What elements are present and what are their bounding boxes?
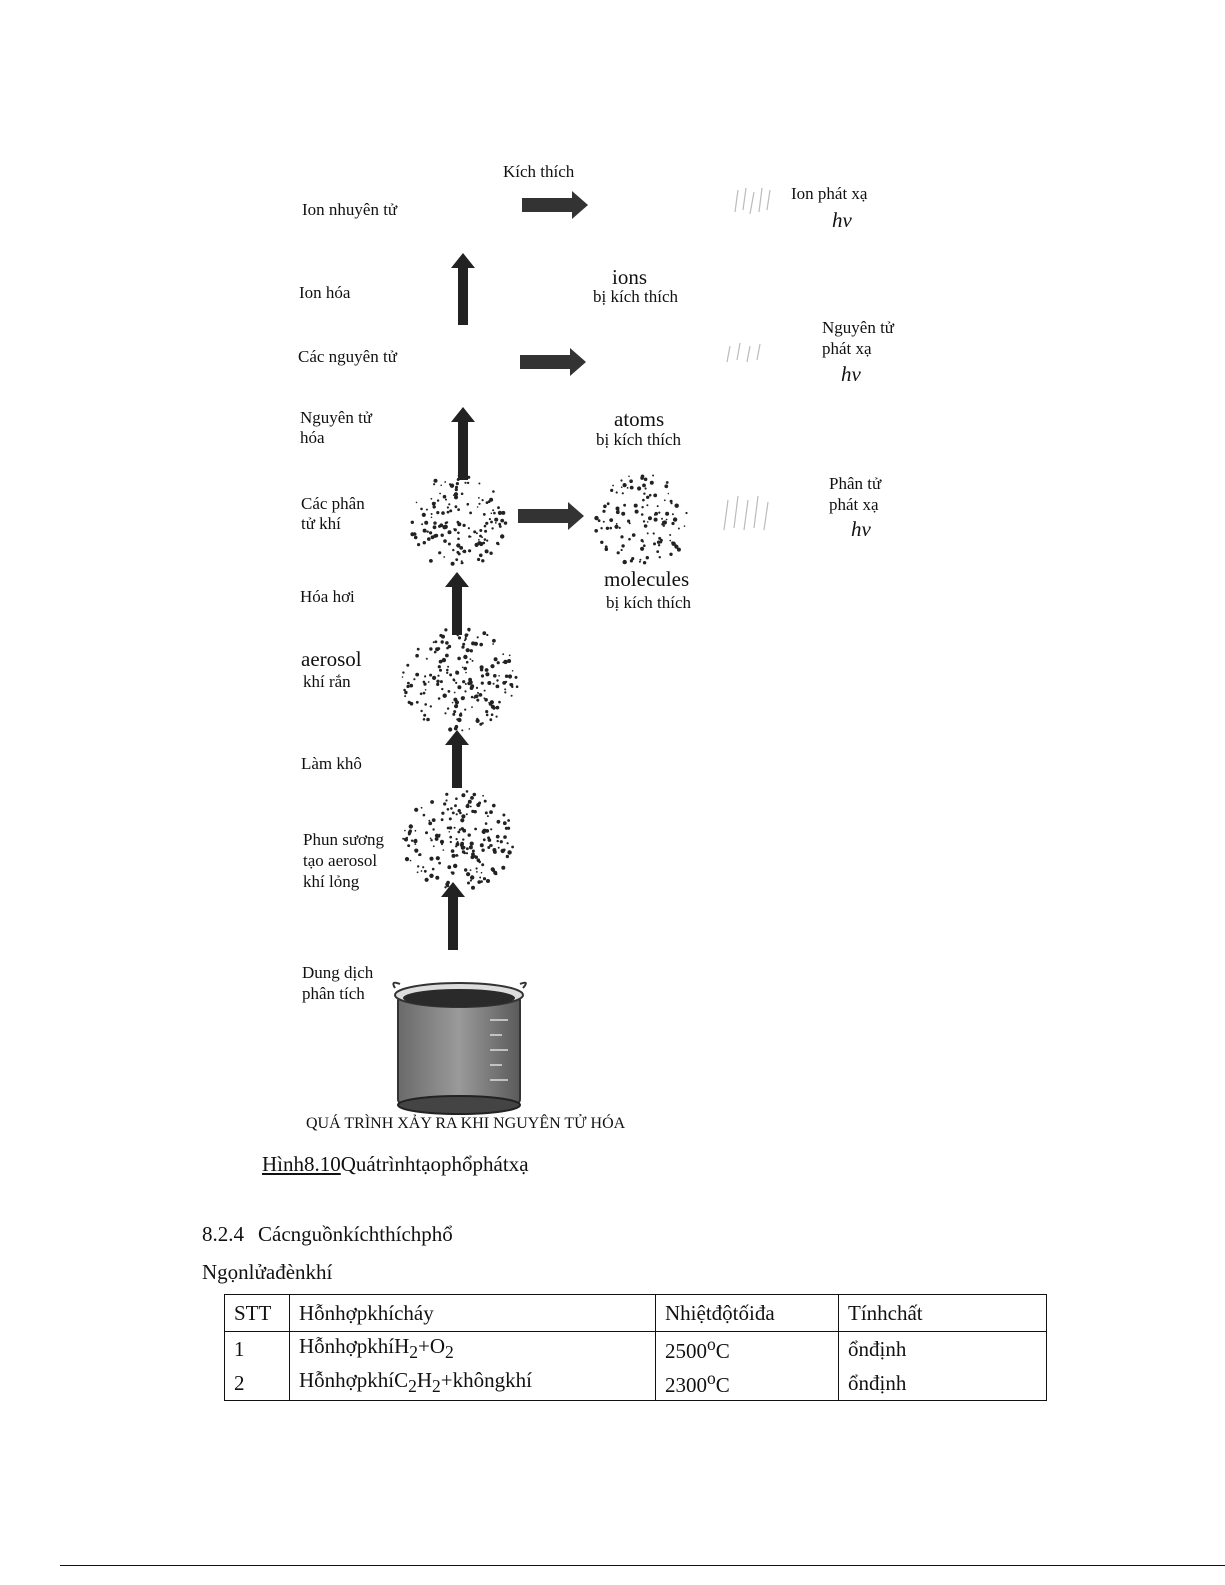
excited-ions-sub: bị kích thích bbox=[593, 287, 678, 306]
molecule-emission-1: Phân tử bbox=[829, 474, 882, 493]
up-arrows bbox=[441, 253, 475, 950]
section-number: 8.2.4 bbox=[202, 1222, 244, 1246]
beaker bbox=[392, 981, 527, 1115]
right-arrow-1 bbox=[522, 191, 588, 219]
cell-max-temp: 2500oC bbox=[655, 1331, 839, 1366]
molecule-emission-2: phát xạ bbox=[829, 495, 879, 514]
ion-emission-label: Ion phát xạ bbox=[791, 184, 868, 203]
table-header-row: STT Hỗnhợpkhícháy Nhiệtđộtốiđa Tínhchất bbox=[224, 1294, 1047, 1332]
header-stt: STT bbox=[224, 1294, 290, 1332]
excited-atoms: atoms bbox=[614, 407, 665, 431]
figure-caption-text: Quátrìnhtạophổphátxạ bbox=[340, 1152, 529, 1176]
table-row: 1 HỗnhợpkhíH2+O2 2500oC ổnđịnh bbox=[224, 1331, 1047, 1366]
step-atomization-1: Nguyên tử bbox=[300, 408, 373, 427]
step-vaporization: Hóa hơi bbox=[300, 587, 355, 606]
excited-molecules-sub: bị kích thích bbox=[606, 593, 691, 612]
figure-bottom-caption: QUÁ TRÌNH XẢY RA KHI NGUYÊN TỬ HÓA bbox=[306, 1115, 626, 1132]
excited-molecules: molecules bbox=[604, 567, 690, 591]
step-aerosol: aerosol bbox=[301, 647, 362, 671]
excited-atoms-sub: bị kích thích bbox=[596, 430, 681, 449]
particle-clouds bbox=[401, 474, 688, 890]
atom-emission-2: phát xạ bbox=[822, 339, 872, 358]
step-nebulize-3: khí lỏng bbox=[303, 872, 360, 891]
hv-molecule: hv bbox=[851, 517, 871, 541]
atom-emission-1: Nguyên tử bbox=[822, 318, 895, 337]
table-row: 2 HỗnhợpkhíC2H2+khôngkhí 2300oC ổnđịnh bbox=[224, 1366, 1047, 1401]
step-gas-molecules-1: Các phân bbox=[301, 494, 365, 513]
step-ionization: Ion hóa bbox=[299, 283, 351, 302]
right-arrow-3 bbox=[518, 502, 584, 530]
cell-mixture: HỗnhợpkhíC2H2+khôngkhí bbox=[289, 1366, 656, 1401]
step-solution-2: phân tích bbox=[302, 984, 365, 1003]
step-solid-gas: khí rắn bbox=[303, 672, 351, 691]
step-gas-molecules-2: tử khí bbox=[301, 514, 341, 533]
header-property: Tínhchất bbox=[838, 1294, 1047, 1332]
header-max-temp: Nhiệtđộtốiđa bbox=[655, 1294, 839, 1332]
right-arrows bbox=[518, 191, 588, 530]
flame-gas-table: STT Hỗnhợpkhícháy Nhiệtđộtốiđa Tínhchất … bbox=[224, 1294, 1047, 1401]
step-atoms: Các nguyên tử bbox=[298, 347, 397, 366]
figure-caption: Hình8.10Quátrìnhtạophổphátxạ bbox=[262, 1152, 529, 1177]
cell-mixture: HỗnhợpkhíH2+O2 bbox=[289, 1331, 656, 1366]
excite-label: Kích thích bbox=[503, 162, 575, 181]
section-title: Cácnguồnkíchthíchphổ bbox=[258, 1222, 453, 1246]
step-ion-atom: Ion nhuyên tử bbox=[302, 200, 398, 219]
figure-caption-label: Hình8.10 bbox=[262, 1152, 341, 1176]
step-drying: Làm khô bbox=[301, 754, 362, 773]
excited-ions: ions bbox=[612, 265, 648, 289]
step-nebulize-2: tạo aerosol bbox=[303, 851, 378, 870]
right-arrow-2 bbox=[520, 348, 586, 376]
hv-atom: hv bbox=[841, 362, 861, 386]
subsection-title: Ngọnlửađènkhí bbox=[202, 1260, 333, 1284]
up-arrow-5 bbox=[441, 882, 465, 950]
emission-process-figure: Kích thích Ion phát xạ hv Ion nhuyên tử … bbox=[240, 150, 920, 1150]
up-arrow-1 bbox=[451, 253, 475, 325]
up-arrow-2 bbox=[451, 407, 475, 480]
cell-max-temp: 2300oC bbox=[655, 1366, 839, 1401]
cell-stt: 2 bbox=[224, 1366, 290, 1401]
cell-property: ổnđịnh bbox=[838, 1331, 1047, 1366]
figure-graphics bbox=[392, 187, 771, 1115]
up-arrow-4 bbox=[445, 730, 469, 788]
step-atomization-2: hóa bbox=[300, 428, 325, 447]
step-solution-1: Dung dịch bbox=[302, 963, 374, 982]
emission-streaks bbox=[723, 187, 771, 531]
cell-property: ổnđịnh bbox=[838, 1366, 1047, 1401]
hv-ion: hv bbox=[832, 208, 852, 232]
up-arrow-3 bbox=[445, 572, 469, 635]
section-heading: 8.2.4 Cácnguồnkíchthíchphổ bbox=[202, 1222, 453, 1247]
cell-stt: 1 bbox=[224, 1331, 290, 1366]
step-nebulize-1: Phun sương bbox=[303, 830, 385, 849]
header-mixture: Hỗnhợpkhícháy bbox=[289, 1294, 656, 1332]
page-bottom-rule bbox=[60, 1565, 1225, 1566]
